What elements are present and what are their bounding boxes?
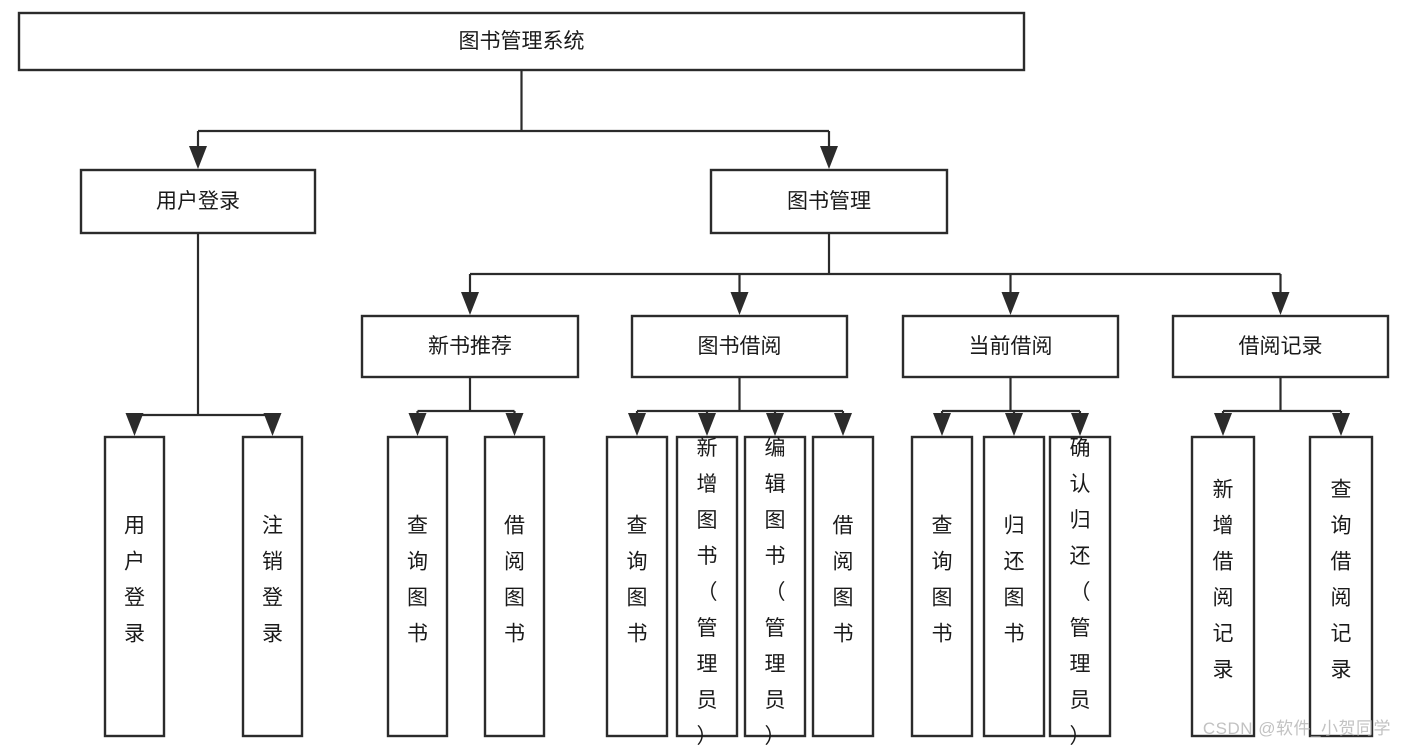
arrow-head-icon xyxy=(505,413,524,436)
node-box xyxy=(241,435,304,738)
node-label: 查询图书 xyxy=(407,515,428,646)
node-label: 编辑图书（管理员） xyxy=(765,437,786,747)
arrow-head-icon xyxy=(766,413,784,436)
node-leaf-bb-query-book[interactable]: 查询图书 xyxy=(605,435,669,738)
node-root[interactable]: 图书管理系统 xyxy=(17,11,1026,72)
node-layer: 图书管理系统用户登录图书管理用户登录注销登录新书推荐图书借阅当前借阅借阅记录查询… xyxy=(17,11,1390,747)
node-leaf-br-add-record[interactable]: 新增借阅记录 xyxy=(1190,435,1256,738)
arrow-head-icon xyxy=(1271,292,1290,315)
arrow-head-icon xyxy=(834,413,852,436)
connector-layer xyxy=(125,70,1350,436)
node-label: 借阅图书 xyxy=(833,515,854,646)
node-leaf-user-login[interactable]: 用户登录 xyxy=(103,435,166,738)
node-box xyxy=(811,435,875,738)
node-box xyxy=(79,168,317,235)
node-label: 图书管理 xyxy=(787,190,871,213)
node-label: 确认归还（管理员） xyxy=(1070,437,1091,747)
arrow-head-icon xyxy=(1005,413,1023,436)
node-label: 查询图书 xyxy=(627,515,648,646)
node-label: 查询图书 xyxy=(932,515,953,646)
node-new-book-recommend[interactable]: 新书推荐 xyxy=(360,314,580,379)
arrow-head-icon xyxy=(189,146,207,169)
node-current-borrow[interactable]: 当前借阅 xyxy=(901,314,1120,379)
node-label: 用户登录 xyxy=(124,515,145,646)
arrow-head-icon xyxy=(730,292,749,315)
node-box xyxy=(675,435,739,738)
node-box xyxy=(103,435,166,738)
node-book-management[interactable]: 图书管理 xyxy=(709,168,949,235)
node-user-login[interactable]: 用户登录 xyxy=(79,168,317,235)
node-label: 图书管理系统 xyxy=(459,30,585,53)
arrow-head-icon xyxy=(933,413,951,436)
node-leaf-rec-borrow-book[interactable]: 借阅图书 xyxy=(483,435,546,738)
node-box xyxy=(910,435,974,738)
arrow-head-icon xyxy=(698,413,716,436)
arrow-head-icon xyxy=(1071,413,1089,436)
node-box xyxy=(1048,435,1112,738)
node-leaf-cb-return-book[interactable]: 归还图书 xyxy=(982,435,1046,738)
node-label: 借阅图书 xyxy=(504,515,525,646)
node-box xyxy=(901,314,1120,379)
node-label: 新增借阅记录 xyxy=(1213,479,1234,682)
arrow-head-icon xyxy=(125,413,144,436)
arrow-head-icon xyxy=(820,146,838,169)
node-label: 新书推荐 xyxy=(428,335,512,358)
node-leaf-rec-query-book[interactable]: 查询图书 xyxy=(386,435,449,738)
node-box xyxy=(17,11,1026,72)
arrow-head-icon xyxy=(628,413,646,436)
node-label: 借阅记录 xyxy=(1239,335,1323,358)
node-leaf-br-query-record[interactable]: 查询借阅记录 xyxy=(1308,435,1374,738)
node-label: 注销登录 xyxy=(262,515,283,646)
node-leaf-bb-edit-book[interactable]: 编辑图书（管理员） xyxy=(743,435,807,747)
node-label: 查询借阅记录 xyxy=(1331,479,1352,682)
node-box xyxy=(1308,435,1374,738)
node-book-borrow[interactable]: 图书借阅 xyxy=(630,314,849,379)
arrow-head-icon xyxy=(1332,413,1350,436)
node-label: 图书借阅 xyxy=(698,335,782,358)
node-box xyxy=(360,314,580,379)
node-leaf-cb-query-book[interactable]: 查询图书 xyxy=(910,435,974,738)
node-box xyxy=(1171,314,1390,379)
arrow-head-icon xyxy=(408,413,427,436)
watermark-text: CSDN @软件_小贺同学 xyxy=(1202,719,1391,738)
arrow-head-icon xyxy=(1001,292,1020,315)
node-label: 新增图书（管理员） xyxy=(697,437,718,747)
node-box xyxy=(630,314,849,379)
node-box xyxy=(982,435,1046,738)
node-leaf-bb-add-book[interactable]: 新增图书（管理员） xyxy=(675,435,739,747)
arrow-head-icon xyxy=(461,292,479,315)
node-label: 当前借阅 xyxy=(969,335,1053,358)
node-box xyxy=(386,435,449,738)
node-box xyxy=(1190,435,1256,738)
node-box xyxy=(709,168,949,235)
node-leaf-user-logout[interactable]: 注销登录 xyxy=(241,435,304,738)
node-box xyxy=(483,435,546,738)
node-label: 归还图书 xyxy=(1004,515,1025,646)
node-label: 用户登录 xyxy=(156,190,240,213)
node-box xyxy=(743,435,807,738)
node-borrow-record[interactable]: 借阅记录 xyxy=(1171,314,1390,379)
node-leaf-cb-confirm-return[interactable]: 确认归还（管理员） xyxy=(1048,435,1112,747)
arrow-head-icon xyxy=(1214,413,1232,436)
arrow-head-icon xyxy=(263,413,282,436)
node-box xyxy=(605,435,669,738)
node-leaf-bb-borrow-book[interactable]: 借阅图书 xyxy=(811,435,875,738)
